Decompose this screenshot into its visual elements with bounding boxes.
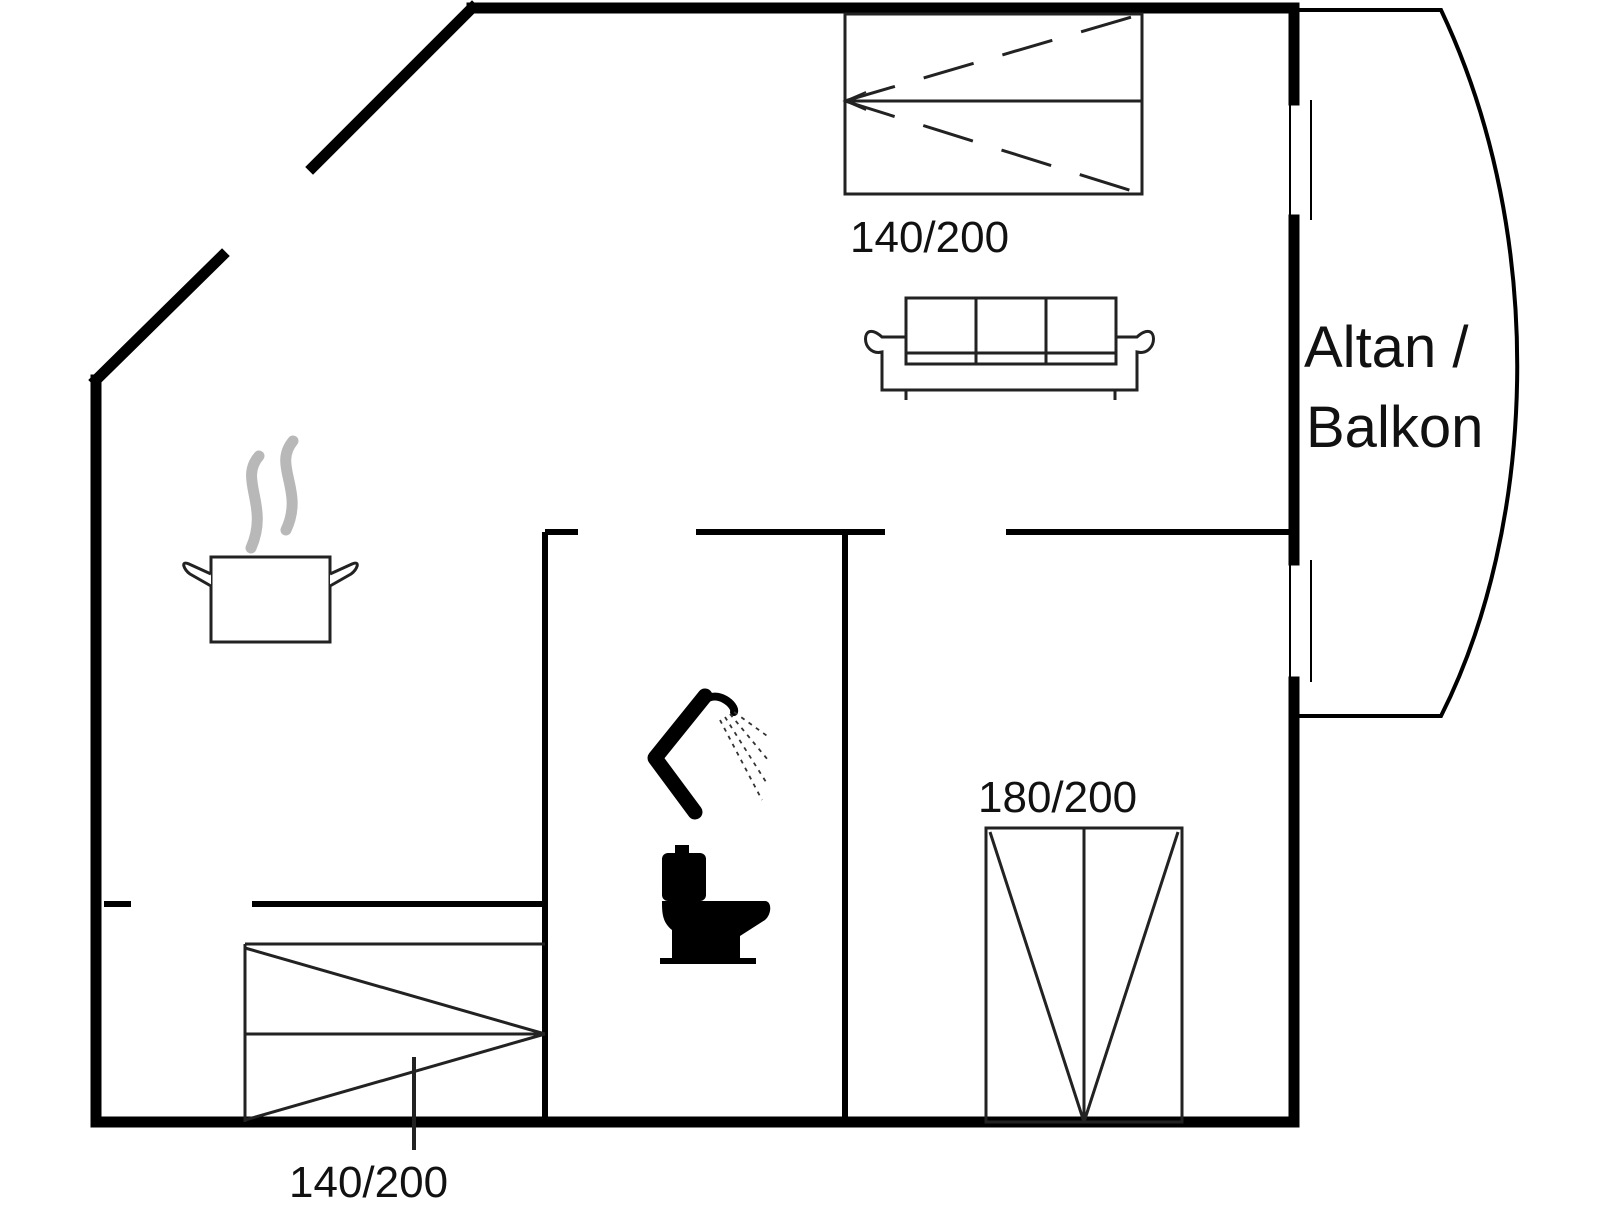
bed-bottom <box>243 942 546 1150</box>
bed-bottom-size-label: 140/200 <box>289 1158 448 1205</box>
balcony-label-line2: Balkon <box>1306 395 1483 460</box>
interior-walls <box>104 529 1294 1122</box>
right-windows <box>1289 100 1312 682</box>
bed-right <box>984 826 1184 1124</box>
shower-icon <box>647 688 771 820</box>
bed-right-size-label: 180/200 <box>978 773 1137 822</box>
bed-top-size-label: 140/200 <box>850 213 1009 262</box>
balcony-label-line1: Altan / <box>1304 315 1469 380</box>
bed-top <box>842 12 1144 196</box>
cooking-pot-icon <box>182 435 359 644</box>
balcony <box>1294 8 1520 718</box>
sofa-icon <box>864 296 1155 400</box>
toilet-icon <box>660 845 771 964</box>
